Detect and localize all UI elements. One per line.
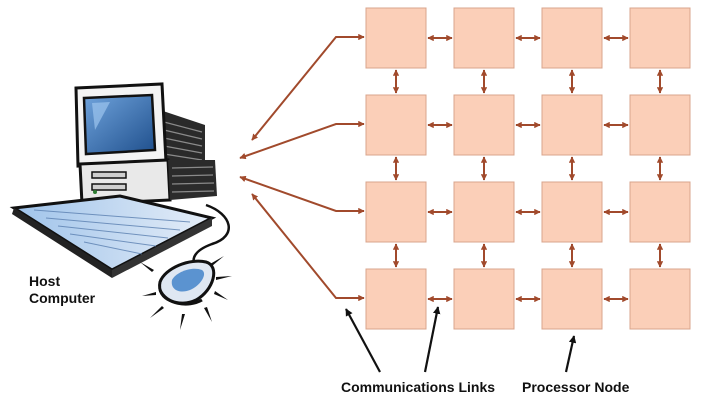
links-pointer-arrow-2 (423, 306, 441, 373)
links-pointer-arrow-1 (345, 308, 381, 373)
processor-node-r4-c4 (629, 268, 691, 330)
host-label-line2: Computer (29, 290, 96, 306)
processor-node-r2-c2 (453, 94, 515, 156)
processor-node-r4-c3 (541, 268, 603, 330)
communications-links-label: Communications Links (341, 379, 496, 395)
processor-node-r3-c2 (453, 181, 515, 243)
host-computer-icon (9, 82, 232, 330)
processor-node-r1-c3 (541, 7, 603, 69)
node-pointer-arrow (564, 335, 577, 373)
processor-node-r1-c2 (453, 7, 515, 69)
processor-node-r3-c3 (541, 181, 603, 243)
host-link-row-3 (239, 175, 365, 215)
processor-node-r3-c1 (365, 181, 427, 243)
processor-node-r1-c4 (629, 7, 691, 69)
host-communication-links (239, 33, 365, 302)
processor-node-r4-c2 (453, 268, 515, 330)
host-link-row-1 (251, 33, 365, 141)
mesh-communication-links (392, 34, 664, 303)
host-link-row-2 (239, 120, 365, 160)
host-link-row-4 (251, 193, 365, 302)
processor-node-r3-c4 (629, 181, 691, 243)
processor-node-r4-c1 (365, 268, 427, 330)
processor-node-r2-c1 (365, 94, 427, 156)
processor-node-r2-c3 (541, 94, 603, 156)
host-label-line1: Host (29, 273, 60, 289)
processor-node-label: Processor Node (522, 379, 630, 395)
processor-node-grid (365, 7, 691, 330)
processor-node-r1-c1 (365, 7, 427, 69)
callout-pointers (345, 306, 577, 373)
processor-node-r2-c4 (629, 94, 691, 156)
